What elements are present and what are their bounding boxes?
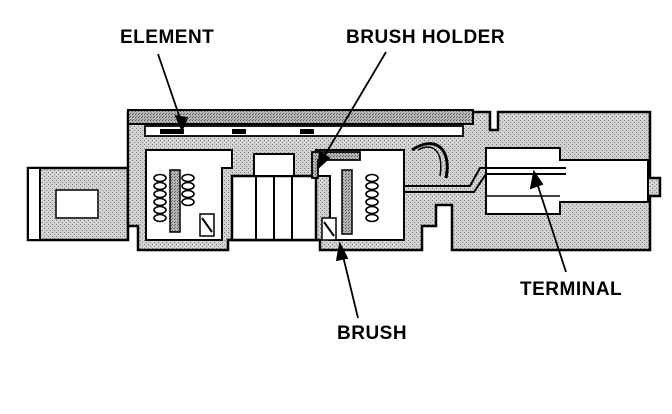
terminal-arrowhead [529, 169, 544, 190]
terminal-leader [535, 179, 567, 273]
leader-lines [157, 51, 567, 319]
brush-holder-leader [321, 51, 387, 161]
element-leader [157, 53, 183, 125]
terminal-lead [404, 142, 566, 193]
terminal-label: TERMINAL [520, 279, 623, 300]
left-shaft [26, 166, 130, 242]
brush-arrowhead [335, 241, 349, 262]
left-spring-cavity [145, 149, 233, 241]
element-strip [144, 125, 464, 137]
brush-label: BRUSH [337, 323, 408, 344]
element-arrowhead [174, 114, 189, 133]
element-label: ELEMENT [120, 27, 215, 48]
brush-holder-arrowhead [316, 150, 331, 171]
brush-leader [341, 251, 359, 319]
rotor-shaft [230, 153, 318, 242]
brush-holder-label: BRUSH HOLDER [346, 27, 506, 48]
